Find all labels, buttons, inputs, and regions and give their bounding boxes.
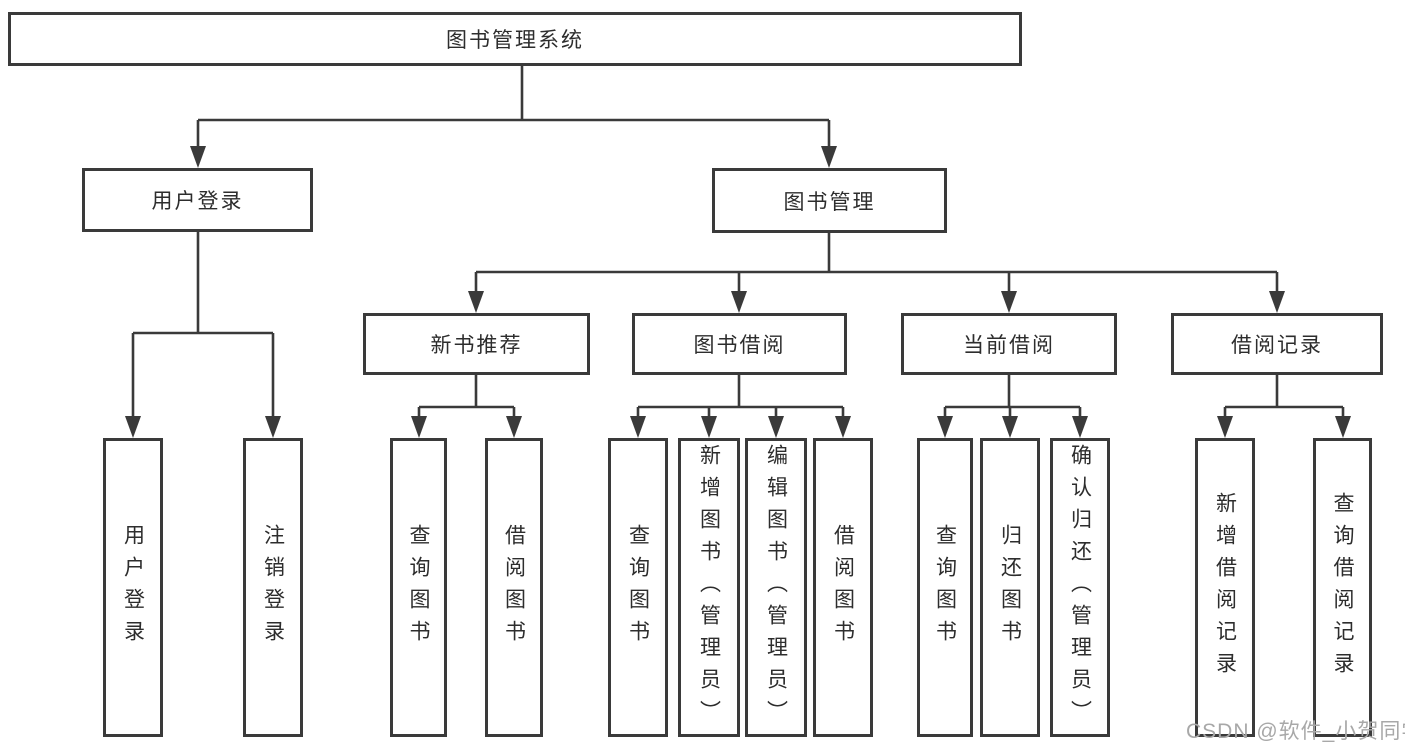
node-label: 归还图书 xyxy=(998,523,1022,652)
node-book-management: 图书管理 xyxy=(712,168,947,233)
csdn-watermark: CSDN @软件_小贺同学 xyxy=(1186,720,1405,743)
leaf-query-borrow-record: 查询借阅记录 xyxy=(1313,438,1372,737)
node-label: 借阅记录 xyxy=(1231,334,1323,357)
node-label: 确认归还（管理员） xyxy=(1068,443,1092,732)
node-user-login: 用户登录 xyxy=(82,168,313,232)
node-label: 查询图书 xyxy=(407,523,430,652)
leaf-borrow-books: 借阅图书 xyxy=(485,438,543,737)
leaf-logout: 注销登录 xyxy=(243,438,303,737)
leaf-query-books: 查询图书 xyxy=(608,438,668,737)
node-label: 注销登录 xyxy=(261,523,285,652)
leaf-add-borrow-record: 新增借阅记录 xyxy=(1195,438,1255,737)
node-label: 查询借阅记录 xyxy=(1331,491,1354,684)
leaf-add-books-admin: 新增图书（管理员） xyxy=(678,438,740,737)
node-borrowing-records: 借阅记录 xyxy=(1171,313,1383,375)
node-label: 新增图书（管理员） xyxy=(697,443,721,732)
node-label: 用户登录 xyxy=(151,190,244,213)
node-label: 查询图书 xyxy=(626,523,650,652)
node-label: 新书推荐 xyxy=(430,334,523,357)
node-book-borrowing: 图书借阅 xyxy=(632,313,847,375)
leaf-query-books: 查询图书 xyxy=(390,438,447,737)
node-label: 借阅图书 xyxy=(831,523,855,652)
leaf-edit-books-admin: 编辑图书（管理员） xyxy=(745,438,807,737)
node-label: 图书管理 xyxy=(783,190,876,214)
leaf-query-books: 查询图书 xyxy=(917,438,973,737)
node-library-management-system: 图书管理系统 xyxy=(8,12,1022,66)
node-label: 查询图书 xyxy=(933,523,957,652)
arrowheads xyxy=(125,146,1351,438)
node-label: 图书借阅 xyxy=(693,334,786,357)
node-current-borrowing: 当前借阅 xyxy=(901,313,1117,375)
node-label: 编辑图书（管理员） xyxy=(764,443,788,732)
node-label: 用户登录 xyxy=(121,523,145,652)
leaf-confirm-return-admin: 确认归还（管理员） xyxy=(1050,438,1110,737)
leaf-return-books: 归还图书 xyxy=(980,438,1040,737)
node-label: 当前借阅 xyxy=(963,334,1055,357)
node-label: 新增借阅记录 xyxy=(1213,491,1237,684)
node-label: 图书管理系统 xyxy=(446,29,584,52)
leaf-user-login: 用户登录 xyxy=(103,438,163,737)
node-label: 借阅图书 xyxy=(502,523,526,652)
leaf-borrow-books: 借阅图书 xyxy=(813,438,873,737)
node-new-book-recommendation: 新书推荐 xyxy=(363,313,590,375)
